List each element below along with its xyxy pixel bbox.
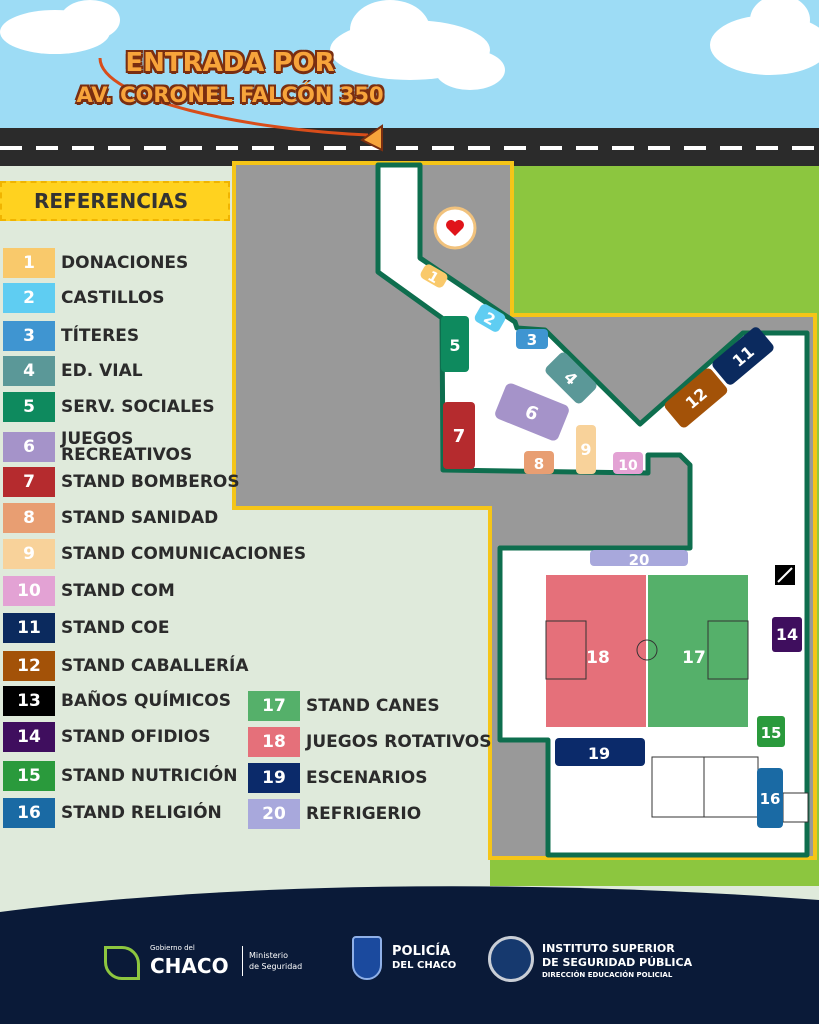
legend-item-5: 5 SERV. SOCIALES <box>3 392 215 422</box>
instituto-line1: INSTITUTO SUPERIOR <box>542 942 675 955</box>
legend-label: STAND OFIDIOS <box>61 727 211 747</box>
instituto-seal-icon <box>488 936 534 982</box>
svg-text:5: 5 <box>449 336 460 355</box>
legend-item-8: 8 STAND SANIDAD <box>3 503 218 533</box>
police-shield-icon <box>352 936 382 980</box>
legend-item-11: 11 STAND COE <box>3 613 169 643</box>
entrance-title: ENTRADA POR <box>125 48 335 78</box>
legend-label: STAND COM <box>61 581 175 601</box>
legend-label: JUEGOS ROTATIVOS <box>306 732 492 752</box>
svg-text:9: 9 <box>580 440 591 459</box>
policia-text: POLICÍA <box>392 944 451 959</box>
svg-text:19: 19 <box>588 744 610 763</box>
legend-label: JUEGOS RECREATIVOS <box>61 429 193 465</box>
legend-label: TÍTERES <box>61 326 140 346</box>
legend-badge: 17 <box>248 691 300 721</box>
legend-label: CASTILLOS <box>61 288 165 308</box>
legend-badge: 20 <box>248 799 300 829</box>
legend-badge: 10 <box>3 576 55 606</box>
legend-badge: 9 <box>3 539 55 569</box>
gob-big-text: CHACO <box>150 954 229 978</box>
legend-item-18: 18 JUEGOS ROTATIVOS <box>248 727 491 757</box>
legend-badge: 2 <box>3 283 55 313</box>
legend-label: STAND SANIDAD <box>61 508 219 528</box>
legend-item-16: 16 STAND RELIGIÓN <box>3 798 222 828</box>
legend-label: STAND NUTRICIÓN <box>61 766 238 786</box>
legend-item-10: 10 STAND COM <box>3 576 175 606</box>
legend-label: ED. VIAL <box>61 361 143 381</box>
legend-badge: 8 <box>3 503 55 533</box>
footer-background <box>0 886 819 1024</box>
legend-item-1: 1 DONACIONES <box>3 248 188 278</box>
legend-label: ESCENARIOS <box>306 768 428 788</box>
legend-label: STAND RELIGIÓN <box>61 803 222 823</box>
legend-badge: 11 <box>3 613 55 643</box>
legend-badge: 18 <box>248 727 300 757</box>
legend-label: BAÑOS QUÍMICOS <box>61 691 231 711</box>
ministerio-text: Ministerio <box>249 951 289 960</box>
svg-text:8: 8 <box>534 455 544 473</box>
legend-label: DONACIONES <box>61 253 189 273</box>
svg-text:10: 10 <box>618 458 638 474</box>
legend-label: STAND CANES <box>306 696 440 716</box>
legend-badge: 5 <box>3 392 55 422</box>
legend-item-7: 7 STAND BOMBEROS <box>3 467 240 497</box>
legend-badge: 13 <box>3 686 55 716</box>
legend-badge: 19 <box>248 763 300 793</box>
svg-text:3: 3 <box>527 331 537 349</box>
legend-badge: 15 <box>3 761 55 791</box>
footer-logos: Gobierno del CHACO Ministerio de Segurid… <box>0 910 819 1024</box>
legend-label: REFRIGERIO <box>306 804 422 824</box>
legend-label: STAND COE <box>61 618 170 638</box>
legend-item-13: 13 BAÑOS QUÍMICOS <box>3 686 231 716</box>
svg-text:20: 20 <box>629 551 650 569</box>
legend-item-4: 4 ED. VIAL <box>3 356 143 386</box>
svg-text:16: 16 <box>760 790 781 808</box>
instituto-line3: DIRECCIÓN EDUCACIÓN POLICIAL <box>542 971 673 979</box>
legend-item-9: 9 STAND COMUNICACIONES <box>3 539 306 569</box>
svg-text:14: 14 <box>776 625 798 644</box>
legend-badge: 12 <box>3 651 55 681</box>
entrance-address: AV. CORONEL FALCÓN 350 <box>76 83 384 107</box>
legend-label: STAND COMUNICACIONES <box>61 544 307 564</box>
legend-item-14: 14 STAND OFIDIOS <box>3 722 210 752</box>
instituto-line2: DE SEGURIDAD PÚBLICA <box>542 956 693 969</box>
legend-label: STAND CABALLERÍA <box>61 656 249 676</box>
legend-badge: 1 <box>3 248 55 278</box>
seguridad-text: de Seguridad <box>249 962 303 971</box>
svg-text:15: 15 <box>761 724 782 742</box>
legend-label: STAND BOMBEROS <box>61 472 240 492</box>
legend-item-20: 20 REFRIGERIO <box>248 799 421 829</box>
legend-badge: 7 <box>3 467 55 497</box>
svg-text:7: 7 <box>453 426 466 447</box>
legend-item-15: 15 STAND NUTRICIÓN <box>3 761 237 791</box>
svg-text:17: 17 <box>682 648 706 668</box>
legend-label: SERV. SOCIALES <box>61 397 215 417</box>
arrow-head-icon <box>360 124 383 152</box>
del-chaco-text: DEL CHACO <box>392 960 457 971</box>
legend-title: REFERENCIAS <box>0 181 230 221</box>
legend-badge: 6 <box>3 432 55 462</box>
clouds <box>0 0 819 90</box>
arrow-to-entrance <box>98 57 369 137</box>
legend-item-12: 12 STAND CABALLERÍA <box>3 651 249 681</box>
legend-badge: 14 <box>3 722 55 752</box>
donation-heart-icon <box>433 206 477 250</box>
legend-item-19: 19 ESCENARIOS <box>248 763 427 793</box>
chaco-leaf-icon <box>104 946 140 980</box>
svg-text:18: 18 <box>586 648 610 668</box>
legend-item-2: 2 CASTILLOS <box>3 283 165 313</box>
legend-badge: 4 <box>3 356 55 386</box>
legend-badge: 16 <box>3 798 55 828</box>
gob-small-text: Gobierno del <box>150 944 195 952</box>
legend-badge: 3 <box>3 321 55 351</box>
legend-item-17: 17 STAND CANES <box>248 691 440 721</box>
legend-item-3: 3 TÍTERES <box>3 321 139 351</box>
